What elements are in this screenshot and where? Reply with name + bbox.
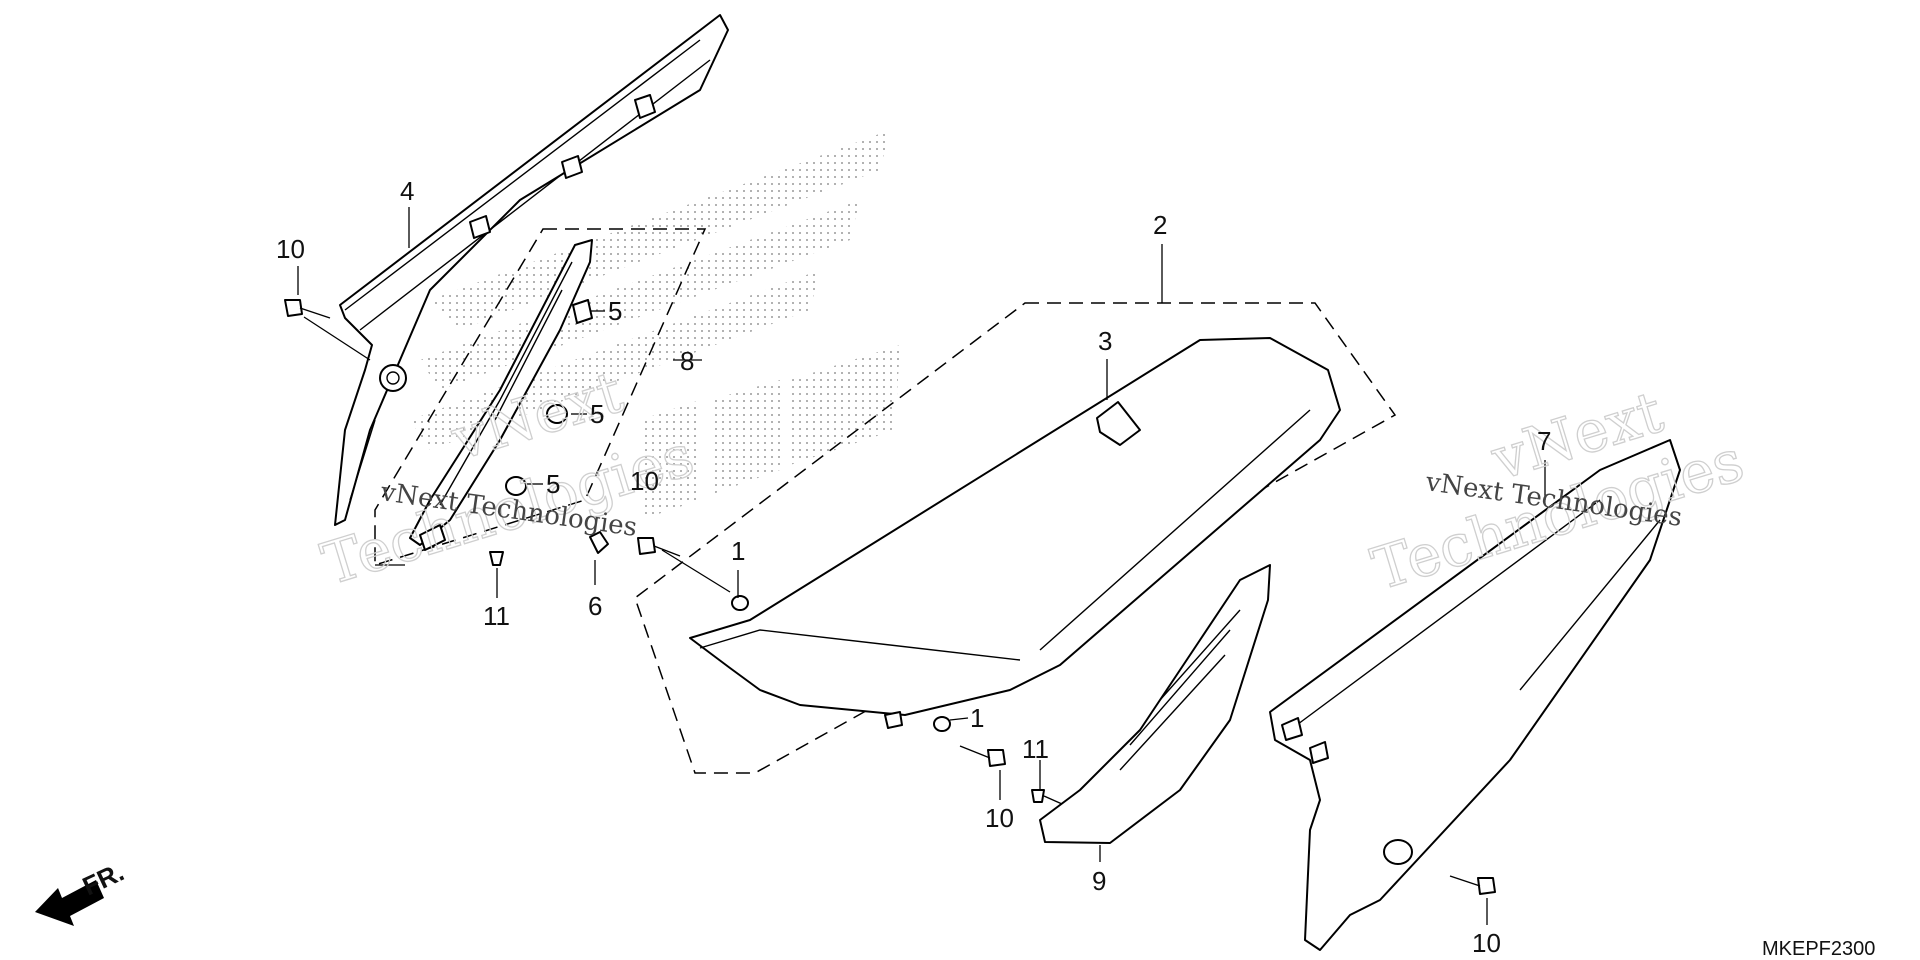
callout-9: 9 bbox=[1092, 866, 1106, 896]
front-arrow-icon: FR. bbox=[35, 857, 129, 926]
part-1-grommet-upper bbox=[731, 595, 749, 611]
screw-11-b bbox=[1031, 789, 1063, 805]
bolt-10-c bbox=[959, 745, 1006, 767]
callout-7: 7 bbox=[1537, 426, 1551, 456]
part-9-side-scoop bbox=[1039, 564, 1271, 844]
callout-10-a: 10 bbox=[276, 234, 305, 264]
part-3-clip bbox=[1096, 401, 1141, 446]
callout-5-mid: 5 bbox=[590, 399, 604, 429]
part-6-clip bbox=[589, 531, 609, 554]
part-7-side-cover bbox=[1269, 439, 1681, 951]
callout-8: 8 bbox=[680, 346, 694, 376]
bolt-10-d bbox=[1449, 875, 1496, 895]
callout-6: 6 bbox=[588, 591, 602, 621]
seat-assembly-2-box bbox=[634, 302, 1397, 774]
callout-11-a: 11 bbox=[483, 601, 510, 631]
callout-2: 2 bbox=[1153, 210, 1167, 240]
part-8-inner-panel bbox=[409, 239, 593, 551]
diagram-code: MKEPF2300 bbox=[1762, 938, 1875, 960]
screw-11-a bbox=[489, 551, 504, 566]
part-5-grommet-low bbox=[505, 476, 527, 496]
callout-3: 3 bbox=[1098, 326, 1112, 356]
callout-4: 4 bbox=[400, 176, 414, 206]
callout-11-b: 11 bbox=[1022, 734, 1049, 764]
callout-1-lower: 1 bbox=[970, 703, 984, 733]
part-4-cowl bbox=[334, 14, 729, 526]
part-5-grommet-top bbox=[572, 299, 593, 324]
callout-5-top: 5 bbox=[608, 296, 622, 326]
callout-10-d: 10 bbox=[1472, 928, 1501, 958]
assembly-8-box bbox=[374, 228, 707, 567]
part-2-seat bbox=[689, 337, 1341, 729]
callout-10-b: 10 bbox=[630, 466, 659, 496]
leader-lines bbox=[297, 207, 1546, 925]
bolt-10-b bbox=[637, 537, 681, 557]
bolt-10-a bbox=[284, 299, 331, 319]
callout-10-c: 10 bbox=[985, 803, 1014, 833]
callout-5-low: 5 bbox=[546, 469, 560, 499]
part-5-grommet-mid bbox=[546, 404, 568, 424]
part-1-grommet-lower bbox=[933, 716, 951, 732]
callout-1-upper: 1 bbox=[731, 536, 745, 566]
